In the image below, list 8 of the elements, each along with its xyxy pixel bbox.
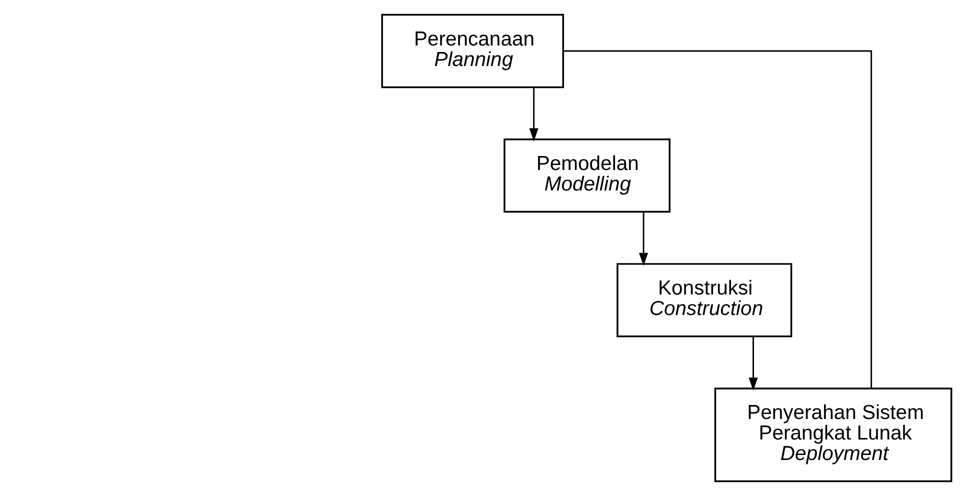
- arrow: [638, 212, 648, 266]
- node-box: Perencanaan Planning: [381, 13, 564, 88]
- node-box: Penyerahan Sistem Perangkat Lunak Deployment: [714, 387, 952, 482]
- arrow: [529, 87, 538, 141]
- node-box: Konstruksi Construction: [616, 262, 792, 337]
- node-box: Pemodelan Modelling: [504, 138, 670, 212]
- connector: [564, 50, 872, 388]
- arrow: [748, 336, 758, 390]
